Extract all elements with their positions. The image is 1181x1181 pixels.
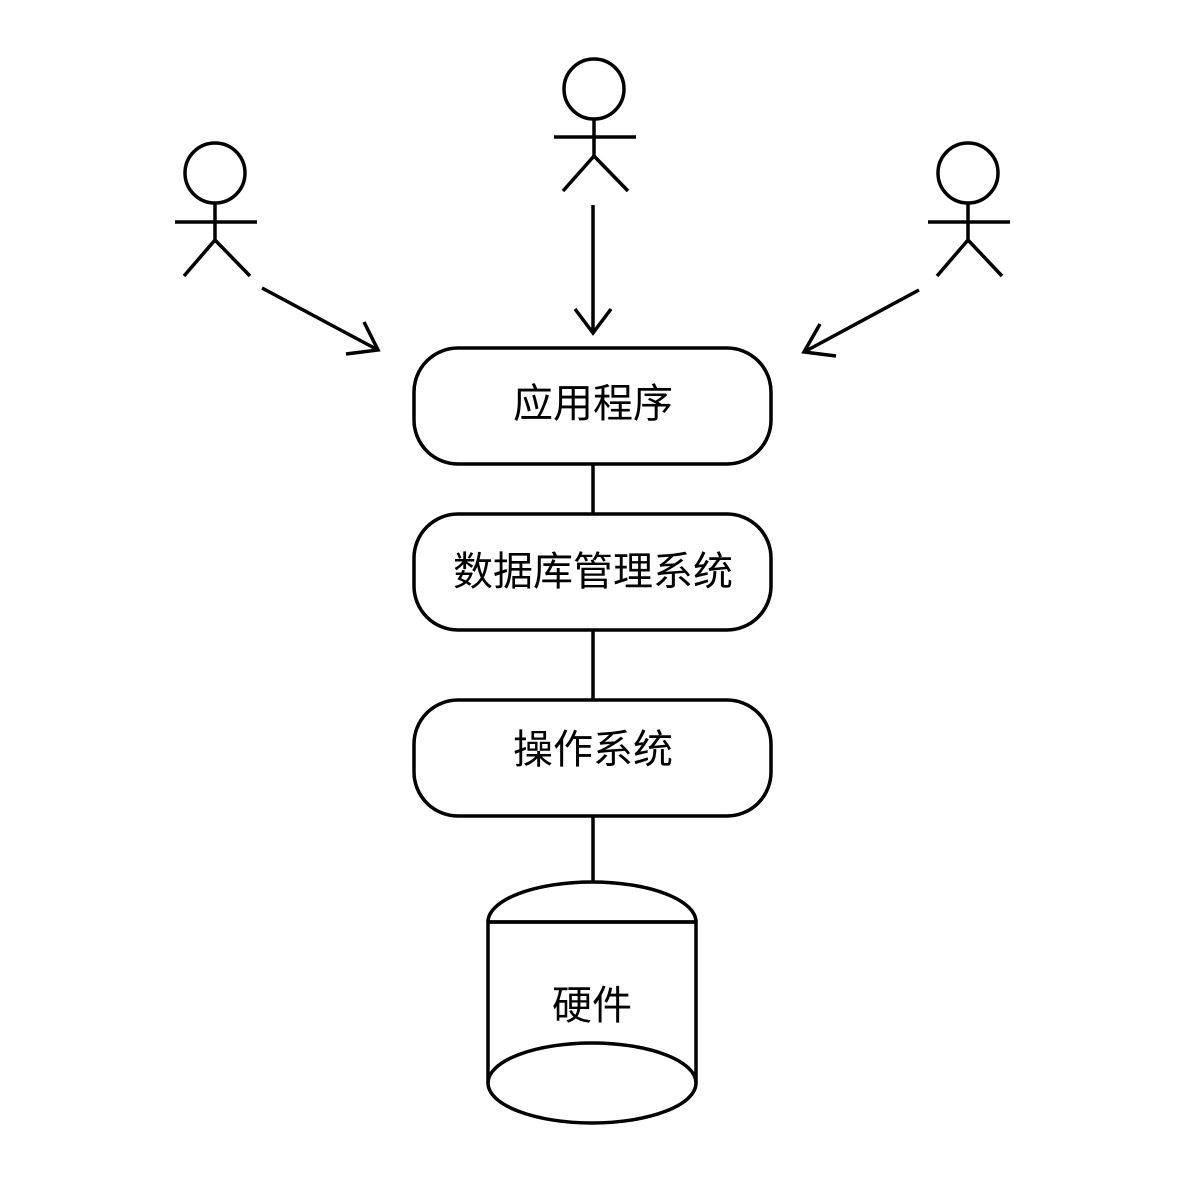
layer-operating-system: 操作系统 (412, 698, 773, 818)
actor-left-stick-figure-icon (175, 141, 257, 278)
arrow-right-to-application (801, 288, 920, 358)
hardware-database-cylinder-icon: 硬件 (486, 880, 698, 1125)
layer-dbms: 数据库管理系统 (412, 512, 773, 632)
layer-application: 应用程序 (412, 346, 773, 466)
actor-right-stick-figure-icon (928, 141, 1010, 278)
layer-application-label: 应用程序 (513, 381, 673, 427)
arrow-center-to-application (573, 205, 613, 336)
arrow-left-to-application (261, 286, 381, 356)
actor-center-stick-figure-icon (554, 57, 636, 193)
hardware-label: 硬件 (552, 983, 632, 1029)
layer-operating-system-label: 操作系统 (513, 727, 673, 773)
layer-dbms-label: 数据库管理系统 (453, 549, 733, 595)
